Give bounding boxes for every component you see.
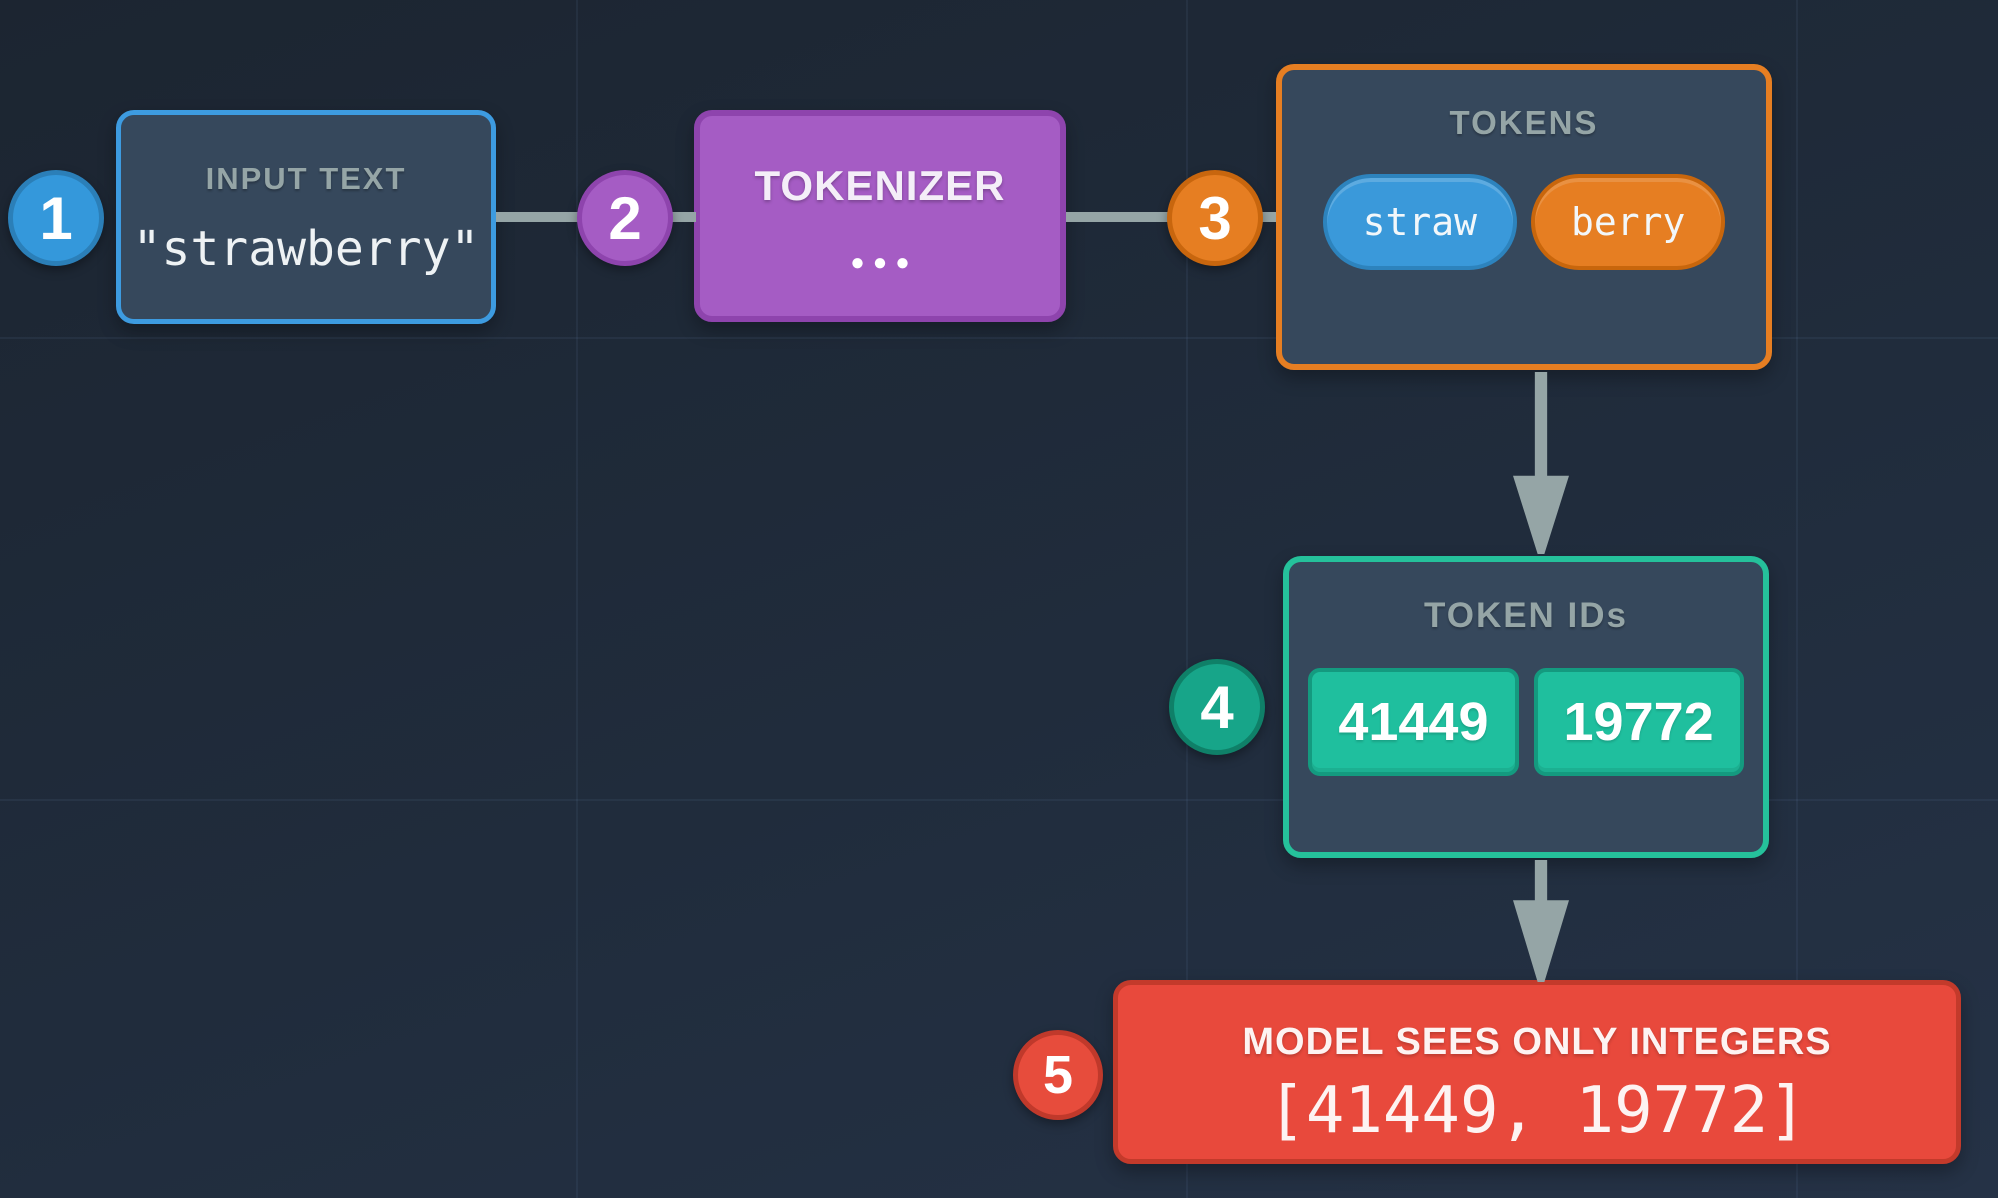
step-badge-5: 5	[1013, 1030, 1103, 1120]
tokens-box: TOKENS straw berry	[1276, 64, 1772, 370]
token-pill-berry: berry	[1531, 174, 1726, 270]
tokenizer-title: TOKENIZER	[754, 162, 1006, 209]
token-pill-row: straw berry	[1322, 174, 1726, 270]
step-badge-1: 1	[8, 170, 104, 266]
token-ids-box: TOKEN IDs 41449 19772	[1283, 556, 1769, 858]
step-badge-3: 3	[1167, 170, 1263, 266]
input-text-box: INPUT TEXT "strawberry"	[116, 110, 496, 324]
token-id-chip-row: 41449 19772	[1308, 668, 1744, 776]
arrow-token-ids-to-model-icon	[1513, 860, 1569, 982]
token-pill-straw: straw	[1322, 174, 1517, 270]
tokenizer-box: TOKENIZER ●●●	[694, 110, 1066, 322]
token-ids-title: TOKEN IDs	[1423, 596, 1629, 635]
model-box-value: [41449, 19772]	[1267, 1074, 1807, 1148]
token-id-chip-2: 19772	[1533, 668, 1744, 776]
model-sees-integers-box: MODEL SEES ONLY INTEGERS [41449, 19772]	[1113, 980, 1961, 1164]
token-id-chip-1: 41449	[1308, 668, 1519, 776]
model-box-title: MODEL SEES ONLY INTEGERS	[1242, 1021, 1832, 1063]
input-text-value: "strawberry"	[132, 221, 480, 277]
input-text-title: INPUT TEXT	[205, 161, 407, 196]
ellipsis-dots-icon: ●●●	[850, 249, 918, 276]
tokens-title: TOKENS	[1449, 104, 1599, 141]
step-badge-4: 4	[1169, 659, 1265, 755]
step-badge-2: 2	[577, 170, 673, 266]
arrow-tokens-to-token-ids-icon	[1513, 372, 1569, 554]
